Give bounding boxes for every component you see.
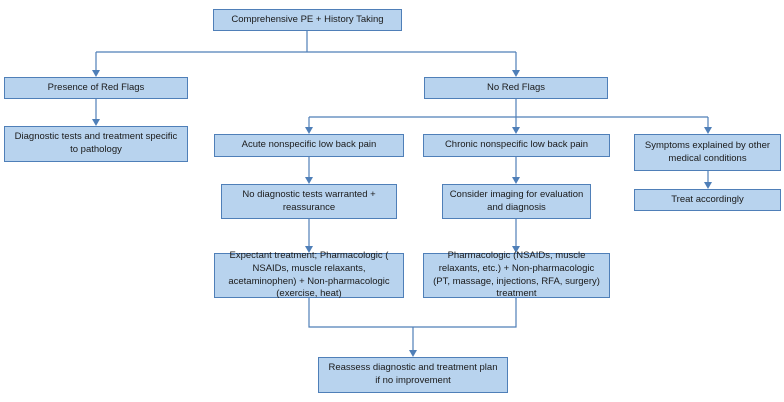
node-diagnostic-tests-specific-label: Diagnostic tests and treatment specific … xyxy=(14,131,178,155)
arrowhead-chronic xyxy=(512,127,520,134)
node-reassess: Reassess diagnostic and treatment plan i… xyxy=(318,357,508,393)
node-chronic-lbp: Chronic nonspecific low back pain xyxy=(423,134,610,157)
node-acute-lbp: Acute nonspecific low back pain xyxy=(214,134,404,157)
arrowhead-chronic-treatment xyxy=(512,246,520,253)
node-no-diagnostic-tests: No diagnostic tests warranted + reassura… xyxy=(221,184,397,219)
arrowhead-acute xyxy=(305,127,313,134)
arrowhead-other xyxy=(704,127,712,134)
arrowhead-no-red-flags-b xyxy=(512,70,520,77)
node-red-flags: Presence of Red Flags xyxy=(4,77,188,99)
node-no-diagnostic-tests-label: No diagnostic tests warranted + reassura… xyxy=(242,188,376,213)
arrowhead-acute-treatment xyxy=(305,246,313,253)
node-comprehensive-pe: Comprehensive PE + History Taking xyxy=(213,9,402,31)
node-no-red-flags-label: No Red Flags xyxy=(486,81,546,93)
node-acute-lbp-label: Acute nonspecific low back pain xyxy=(241,139,377,151)
node-treat-accordingly-label: Treat accordingly xyxy=(671,193,744,205)
connector-merge-reassess xyxy=(308,298,517,350)
node-acute-treatment-label: Expectant treatment; Pharmacologic ( NSA… xyxy=(228,249,390,300)
node-consider-imaging: Consider imaging for evaluation and diag… xyxy=(442,184,591,219)
connector-no-red-flags-split xyxy=(308,99,709,127)
arrowhead-red-flags xyxy=(92,70,100,77)
node-diagnostic-tests-specific: Diagnostic tests and treatment specific … xyxy=(4,126,188,162)
node-other-conditions: Symptoms explained by other medical cond… xyxy=(634,134,781,171)
arrowhead-reassess xyxy=(409,350,417,357)
node-acute-treatment: Expectant treatment; Pharmacologic ( NSA… xyxy=(214,249,404,300)
node-chronic-lbp-label: Chronic nonspecific low back pain xyxy=(444,139,589,151)
arrowhead-diagnostic-specific xyxy=(92,119,100,126)
node-red-flags-label: Presence of Red Flags xyxy=(47,81,145,93)
connector-root-split xyxy=(95,31,517,70)
node-consider-imaging-label: Consider imaging for evaluation and diag… xyxy=(449,188,584,213)
node-no-red-flags: No Red Flags xyxy=(424,77,608,99)
node-comprehensive-pe-label: Comprehensive PE + History Taking xyxy=(231,13,384,25)
node-other-conditions-label: Symptoms explained by other medical cond… xyxy=(644,139,771,164)
arrowhead-treat-accordingly xyxy=(704,182,712,189)
node-chronic-treatment-label: Pharmacologic (NSAIDs, muscle relaxants,… xyxy=(433,249,600,300)
node-reassess-label: Reassess diagnostic and treatment plan i… xyxy=(328,362,498,386)
arrowhead-imaging xyxy=(512,177,520,184)
arrowhead-no-diagnostic xyxy=(305,177,313,184)
node-chronic-treatment: Pharmacologic (NSAIDs, muscle relaxants,… xyxy=(423,249,610,300)
node-treat-accordingly: Treat accordingly xyxy=(634,189,781,211)
